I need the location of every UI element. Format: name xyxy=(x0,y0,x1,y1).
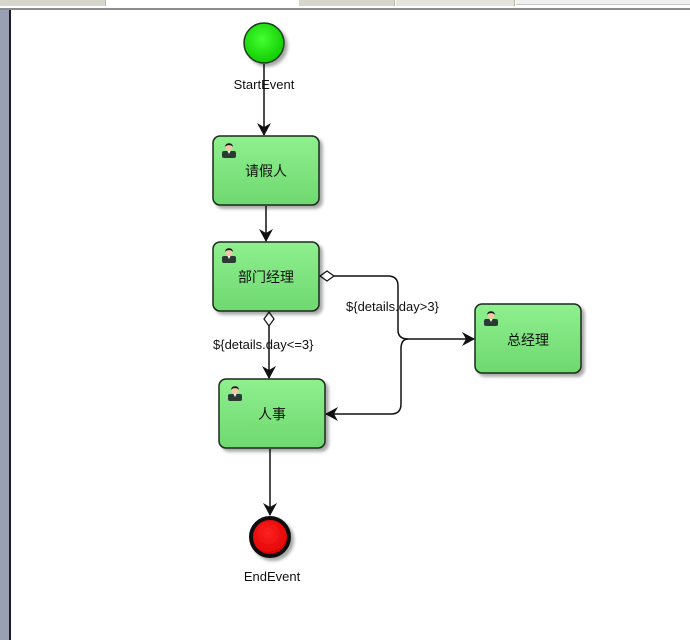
user-task-hr[interactable]: 人事 xyxy=(218,378,326,449)
editor-tab[interactable] xyxy=(0,0,106,6)
task-label: 请假人 xyxy=(245,163,287,179)
user-task-department-manager[interactable]: 部门经理 xyxy=(212,241,320,312)
editor-tab[interactable] xyxy=(299,0,395,6)
editor-tab[interactable] xyxy=(516,0,690,5)
flow-task3-to-task4[interactable] xyxy=(325,338,409,421)
editor-tab-bar xyxy=(0,0,690,8)
end-event[interactable]: EndEvent xyxy=(244,516,301,584)
condition-label-day-gt-3: ${details.day>3} xyxy=(346,299,440,314)
task-label: 人事 xyxy=(258,406,286,422)
editor-tab[interactable] xyxy=(396,0,515,6)
end-event-label: EndEvent xyxy=(244,569,301,584)
tab-divider xyxy=(0,8,690,10)
flow-task2-to-task3[interactable] xyxy=(318,270,475,346)
conditional-flow-diamond-icon xyxy=(318,270,336,282)
editor-tab[interactable] xyxy=(198,0,298,6)
start-event[interactable]: StartEvent xyxy=(234,22,295,92)
palette-sidebar[interactable] xyxy=(0,10,9,640)
flow-task2-to-task4[interactable] xyxy=(262,310,276,379)
task-label: 部门经理 xyxy=(238,269,294,285)
sidebar-border xyxy=(9,10,11,640)
default-flow-diamond-icon xyxy=(263,310,275,328)
condition-label-day-le-3: ${details.day<=3} xyxy=(213,337,314,352)
user-task-general-manager[interactable]: 总经理 xyxy=(474,303,582,374)
task-label: 总经理 xyxy=(507,332,549,348)
start-event-label: StartEvent xyxy=(234,77,295,92)
user-task-applicant[interactable]: 请假人 xyxy=(212,135,320,206)
